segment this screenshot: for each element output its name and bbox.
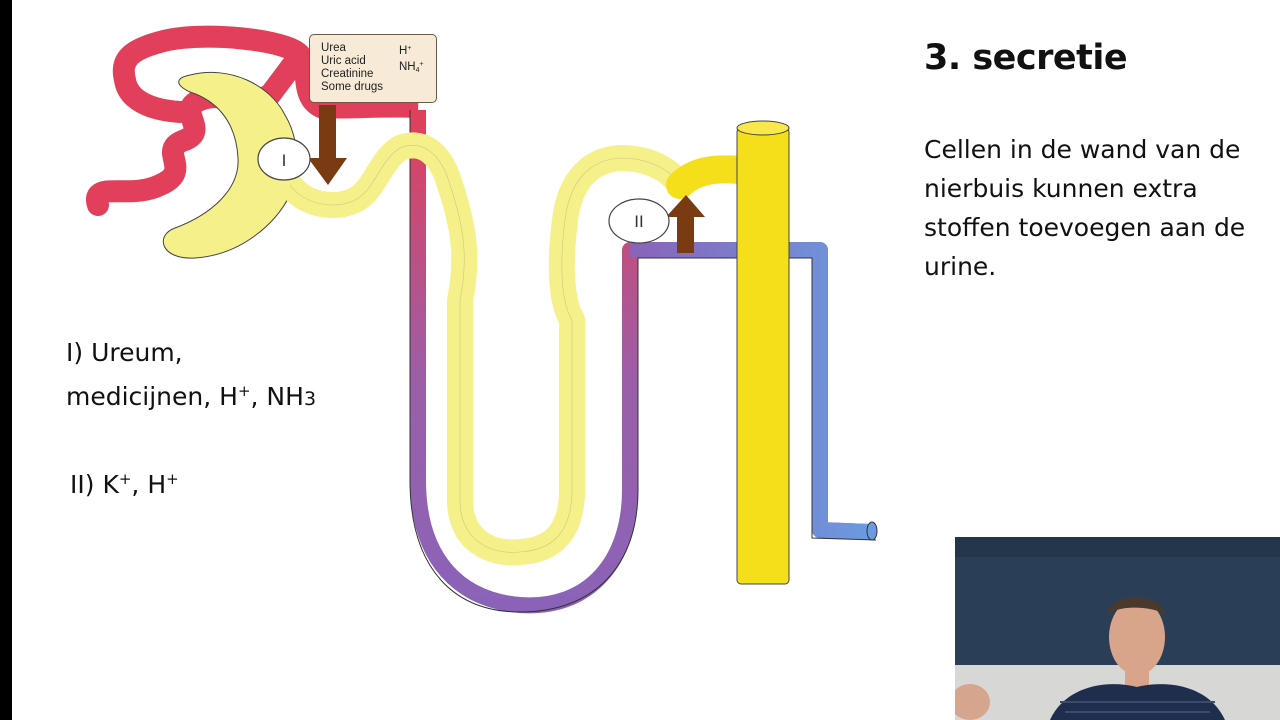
vessel-end <box>866 521 878 541</box>
circle-label-i-text: I <box>282 151 287 170</box>
distal-tubule <box>666 155 754 199</box>
callout-ammonium: NH4+ <box>399 61 424 74</box>
label-secretion-i: I) Ureum, medicijnen, H+, NH3 <box>66 334 316 418</box>
arrow-up-secretion-2 <box>666 195 705 253</box>
callout-left-column: Urea Uric acid Creatinine Some drugs <box>321 42 383 94</box>
circle-label-ii <box>608 198 670 244</box>
label-i-line2: medicijnen, H+, NH3 <box>66 382 317 411</box>
proximal-tubule-outline <box>289 145 681 553</box>
slide-title: 3. secretie <box>924 38 1128 78</box>
callout-right-column: H+ NH4+ <box>399 42 424 77</box>
slide-body-text: Cellen in de wand van de nierbuis kunnen… <box>924 135 1246 281</box>
callout-some-drugs: Some drugs <box>321 81 384 93</box>
left-edge-bar <box>0 0 12 720</box>
callout-h-ion: H+ <box>399 45 412 57</box>
callout-creatinine: Creatinine <box>321 68 374 80</box>
callout-urea: Urea <box>321 42 346 54</box>
collecting-duct <box>736 127 790 585</box>
circle-label-i <box>257 137 311 181</box>
arrow-down-secretion-1 <box>308 105 347 185</box>
vessel-outline <box>409 110 877 613</box>
circle-label-ii-text: II <box>634 212 643 231</box>
label-i-line1: I) Ureum, <box>66 338 183 367</box>
peritubular-vessel-down <box>410 110 871 614</box>
presenter-webcam <box>955 537 1280 720</box>
secretion-substances-callout: Urea Uric acid Creatinine Some drugs H+ … <box>309 34 437 103</box>
peritubular-vessel-return <box>630 242 871 540</box>
collecting-duct-top <box>736 120 790 136</box>
webcam-image <box>955 537 1280 720</box>
callout-uric-acid: Uric acid <box>321 55 366 67</box>
label-secretion-ii: II) K+, H+ <box>70 470 179 499</box>
proximal-tubule <box>277 132 693 566</box>
bowmans-capsule <box>162 71 298 259</box>
